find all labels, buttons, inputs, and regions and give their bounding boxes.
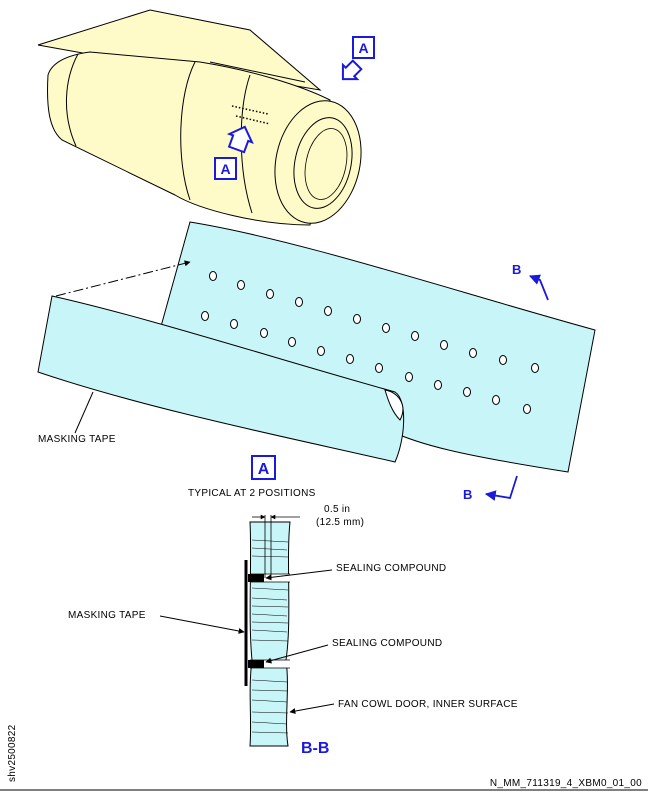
- inlet-lip-inner: [293, 117, 353, 209]
- hole: [405, 372, 413, 382]
- hole: [531, 363, 539, 373]
- nacelle-top-line: [209, 61, 306, 83]
- fan-cowl-door-label: FAN COWL DOOR, INNER SURFACE: [338, 699, 518, 710]
- hole: [346, 354, 354, 364]
- callout-a-letter: A: [220, 161, 230, 177]
- tape-peeled-corner: [384, 389, 404, 421]
- masking-tape-section-leader: [159, 615, 245, 634]
- section-cut-mark-lower: [484, 475, 518, 501]
- masking-tape-leader: [74, 391, 94, 434]
- sealing-compound-1: [248, 574, 264, 582]
- sealing-compound-2-label: SEALING COMPOUND: [332, 638, 442, 649]
- view-a-label: A: [251, 455, 276, 480]
- sealing-compound-1-leader: [265, 569, 333, 581]
- tape-placement-leader: [55, 260, 191, 297]
- hole: [469, 348, 477, 358]
- section-cut-letter-upper: B: [512, 262, 521, 277]
- drawing-id: N_MM_711319_4_XBM0_01_00: [490, 778, 642, 789]
- hole: [209, 271, 217, 281]
- dimension-mm: (12.5 mm): [316, 517, 364, 528]
- hole: [523, 404, 531, 414]
- hole: [266, 289, 274, 299]
- hole: [499, 355, 507, 365]
- hole: [382, 323, 390, 333]
- section-cut-letter-lower: B: [463, 487, 472, 502]
- vent-row-2: [235, 115, 271, 125]
- masking-tape-section-label: MASKING TAPE: [68, 610, 146, 621]
- section-title: B-B: [301, 740, 329, 757]
- callout-arrow-right: [341, 59, 363, 81]
- typical-note: TYPICAL AT 2 POSITIONS: [188, 488, 316, 499]
- hole: [230, 319, 238, 329]
- inlet-throat: [304, 128, 348, 200]
- nacelle-seam-2: [180, 61, 196, 201]
- vent-row-1: [231, 105, 269, 115]
- nacelle-body: [47, 51, 331, 226]
- sealing-compound-1-label: SEALING COMPOUND: [336, 563, 446, 574]
- hole-gap-2: [250, 660, 290, 668]
- hole: [288, 337, 296, 347]
- fastener-holes: [201, 271, 539, 414]
- section-hatch: [251, 539, 289, 734]
- sealing-compound-2: [248, 660, 264, 668]
- hole: [324, 306, 332, 316]
- cowl-panel: [159, 221, 596, 473]
- hole: [411, 331, 419, 341]
- hole: [492, 395, 500, 405]
- fan-cowl-door-leader: [289, 703, 335, 714]
- hole: [434, 380, 442, 390]
- view-a-letter: A: [258, 461, 270, 478]
- section-b-b: 0.5 in (12.5 mm) SEALING COMPOUND SEALIN…: [68, 504, 518, 757]
- hole: [353, 314, 361, 324]
- hole: [260, 328, 268, 338]
- hole: [295, 297, 303, 307]
- hole: [317, 346, 325, 356]
- hole: [375, 363, 383, 373]
- hole: [237, 280, 245, 290]
- callout-a-letter: A: [358, 40, 368, 56]
- masking-tape-strip: [37, 295, 405, 463]
- hole: [463, 387, 471, 397]
- sealing-compound-2-leader: [265, 644, 329, 664]
- side-reference-id: shv2500822: [7, 724, 18, 782]
- view-a-panel: MASKING TAPE B B: [37, 221, 596, 502]
- callout-arrow-left: [226, 125, 254, 154]
- engine-nacelle: [37, 9, 363, 226]
- nacelle-seam-1: [66, 53, 79, 147]
- dimension-inch: 0.5 in: [324, 504, 350, 515]
- hole: [440, 340, 448, 350]
- hole: [201, 311, 209, 321]
- callout-a-box-upper: A: [352, 36, 375, 59]
- section-cut-mark-upper: [528, 274, 549, 301]
- masking-tape-label: MASKING TAPE: [38, 434, 116, 445]
- callout-a-box-lower: A: [214, 157, 237, 180]
